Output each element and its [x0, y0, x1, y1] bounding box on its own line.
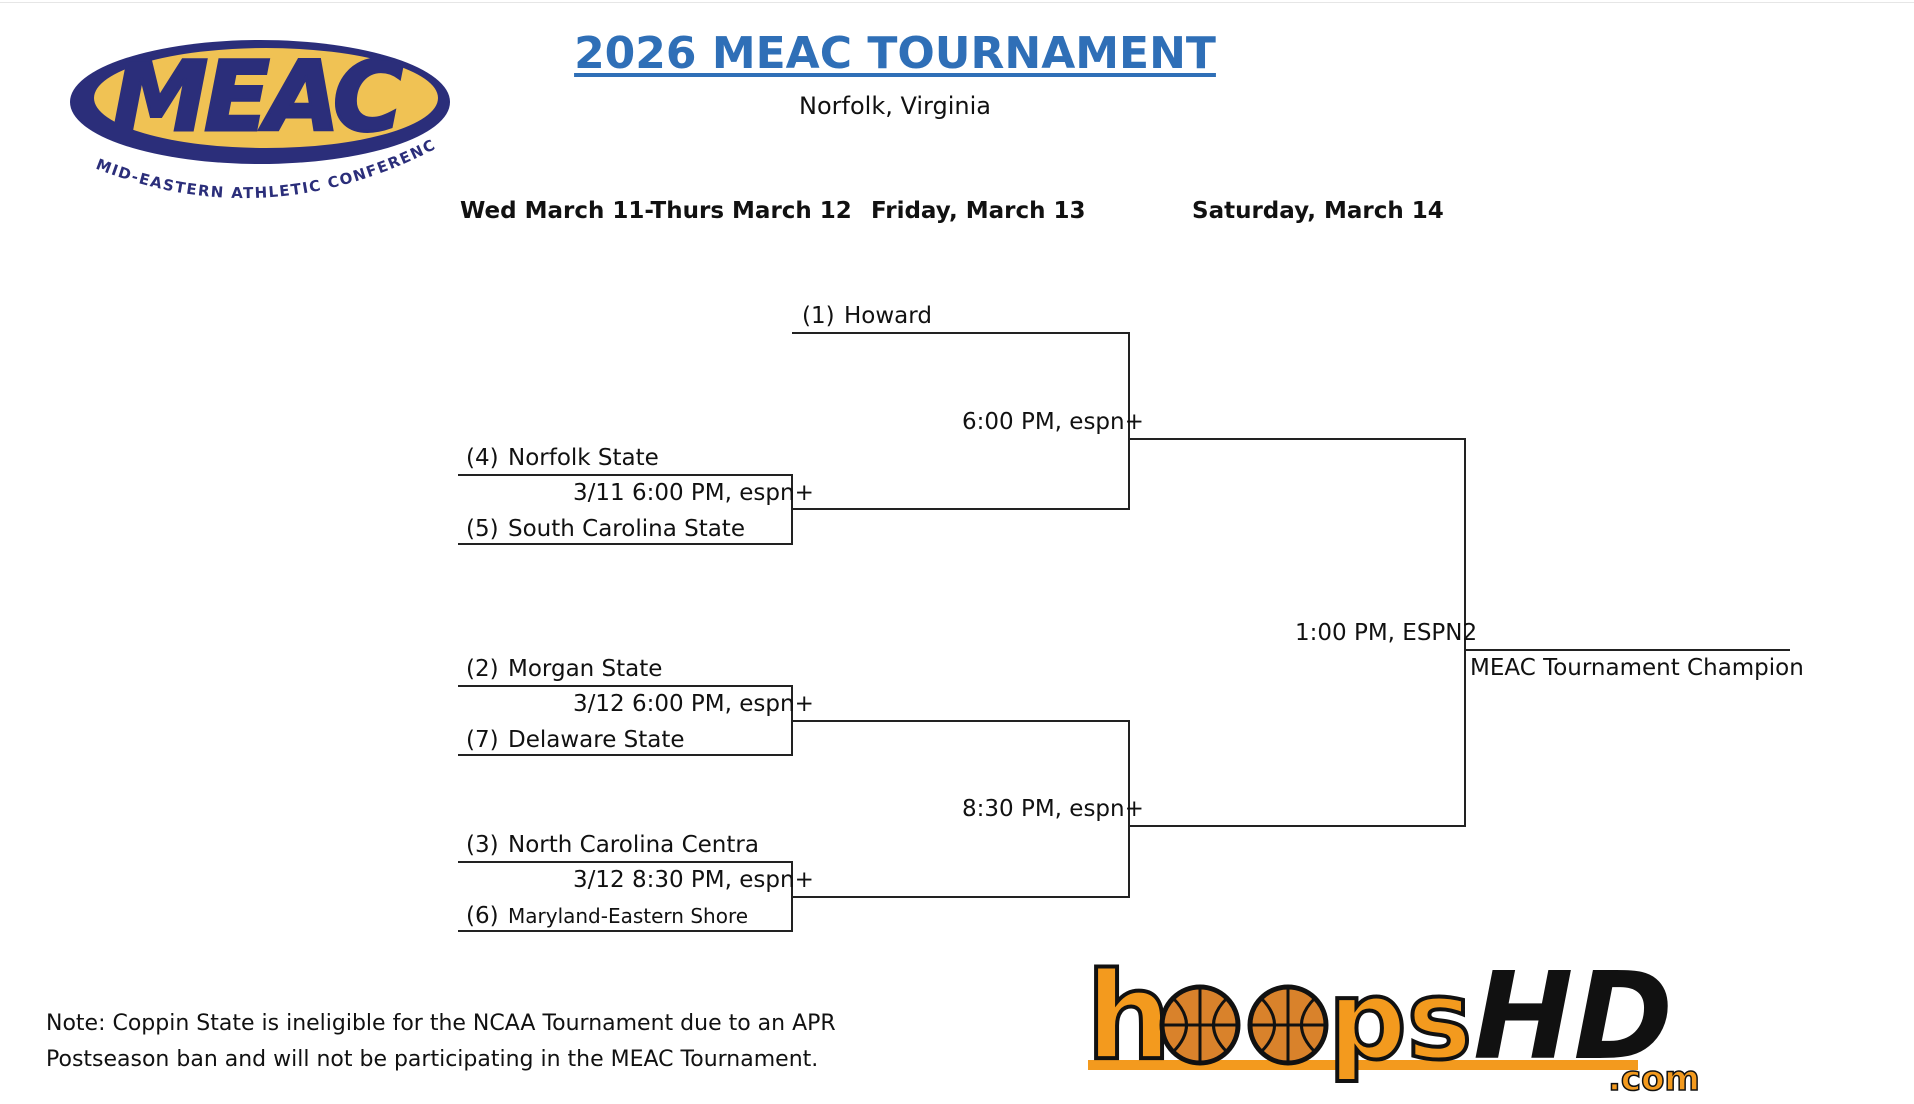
footnote-line-2: Postseason ban and will not be participa…	[46, 1047, 819, 1072]
bracket-line	[1128, 438, 1466, 440]
meac-logo: MEAC MID-EASTERN ATHLETIC CONFERENCE	[54, 10, 470, 204]
logo-gold-ellipse	[94, 48, 438, 148]
bracket-line	[458, 685, 793, 687]
team-seed: (4)	[466, 445, 499, 471]
team-name: Maryland-Eastern Shore	[508, 904, 749, 928]
team-first-round-1b: (5) South Carolina State	[466, 516, 745, 542]
bracket-line	[1464, 438, 1466, 827]
footnote-line-1: Note: Coppin State is ineligible for the…	[46, 1011, 836, 1036]
top-border	[0, 2, 1914, 3]
champion-label: MEAC Tournament Champion	[1470, 655, 1804, 681]
team-name: Norfolk State	[508, 445, 659, 471]
team-name: Howard	[844, 303, 932, 329]
bracket-line	[792, 508, 1130, 510]
game-time-final: 1:00 PM, ESPN2	[1295, 620, 1478, 646]
footnote: Note: Coppin State is ineligible for the…	[46, 1006, 836, 1078]
logo-letters-hd: HD	[1473, 950, 1673, 1087]
page-location: Norfolk, Virginia	[799, 92, 991, 120]
game-time-first-round-2: 3/12 6:00 PM, espn+	[573, 691, 814, 717]
bracket-line	[1128, 332, 1130, 510]
team-first-round-1a: (4) Norfolk State	[466, 445, 659, 471]
day-header-semifinals: Friday, March 13	[871, 198, 1086, 224]
game-time-semifinal-1: 6:00 PM, espn+	[962, 409, 1144, 435]
bracket-line	[1466, 649, 1790, 651]
bracket-line	[458, 930, 793, 932]
bracket-line	[792, 720, 1130, 722]
bracket-line	[458, 474, 793, 476]
logo-abbr: MEAC	[113, 41, 403, 153]
team-seed: (2)	[466, 656, 499, 682]
basketball-icon	[1247, 984, 1329, 1066]
team-top-seed: (1) Howard	[802, 303, 932, 329]
team-first-round-2a: (2) Morgan State	[466, 656, 662, 682]
basketball-icon	[1159, 984, 1241, 1066]
bracket-line	[1128, 720, 1130, 898]
logo-letter-h: h	[1086, 950, 1171, 1087]
bracket-line	[792, 332, 1130, 334]
day-header-final: Saturday, March 14	[1192, 198, 1444, 224]
day-header-first-round: Wed March 11-Thurs March 12	[460, 198, 852, 224]
team-name: South Carolina State	[508, 516, 745, 542]
team-seed: (7)	[466, 727, 499, 753]
game-time-first-round-1: 3/11 6:00 PM, espn+	[573, 480, 814, 506]
meac-logo-graphic: MEAC MID-EASTERN ATHLETIC CONFERENCE	[54, 10, 450, 202]
team-first-round-3a: (3) North Carolina Centra	[466, 832, 759, 858]
hoopshd-logo: h ps HD .com	[1078, 946, 1778, 1100]
game-time-first-round-3: 3/12 8:30 PM, espn+	[573, 867, 814, 893]
team-name: Morgan State	[508, 656, 663, 682]
team-seed: (3)	[466, 832, 499, 858]
bracket-line	[458, 543, 793, 545]
team-name: North Carolina Centra	[508, 832, 759, 858]
team-name: Delaware State	[508, 727, 685, 753]
bracket-line	[792, 896, 1130, 898]
team-seed: (6)	[466, 903, 499, 929]
team-first-round-3b: (6) Maryland-Eastern Shore	[466, 903, 748, 929]
game-time-semifinal-2: 8:30 PM, espn+	[962, 796, 1144, 822]
bracket-line	[1128, 825, 1466, 827]
hoopshd-logo-graphic: h ps HD .com	[1084, 946, 1701, 1100]
team-seed: (1)	[802, 303, 835, 329]
logo-dotcom: .com	[1608, 1059, 1700, 1099]
page-title: 2026 MEAC TOURNAMENT	[574, 28, 1216, 79]
team-first-round-2b: (7) Delaware State	[466, 727, 685, 753]
bracket-line	[458, 861, 793, 863]
bracket-line	[458, 754, 793, 756]
logo-letters-ps: ps	[1328, 956, 1472, 1084]
team-seed: (5)	[466, 516, 499, 542]
